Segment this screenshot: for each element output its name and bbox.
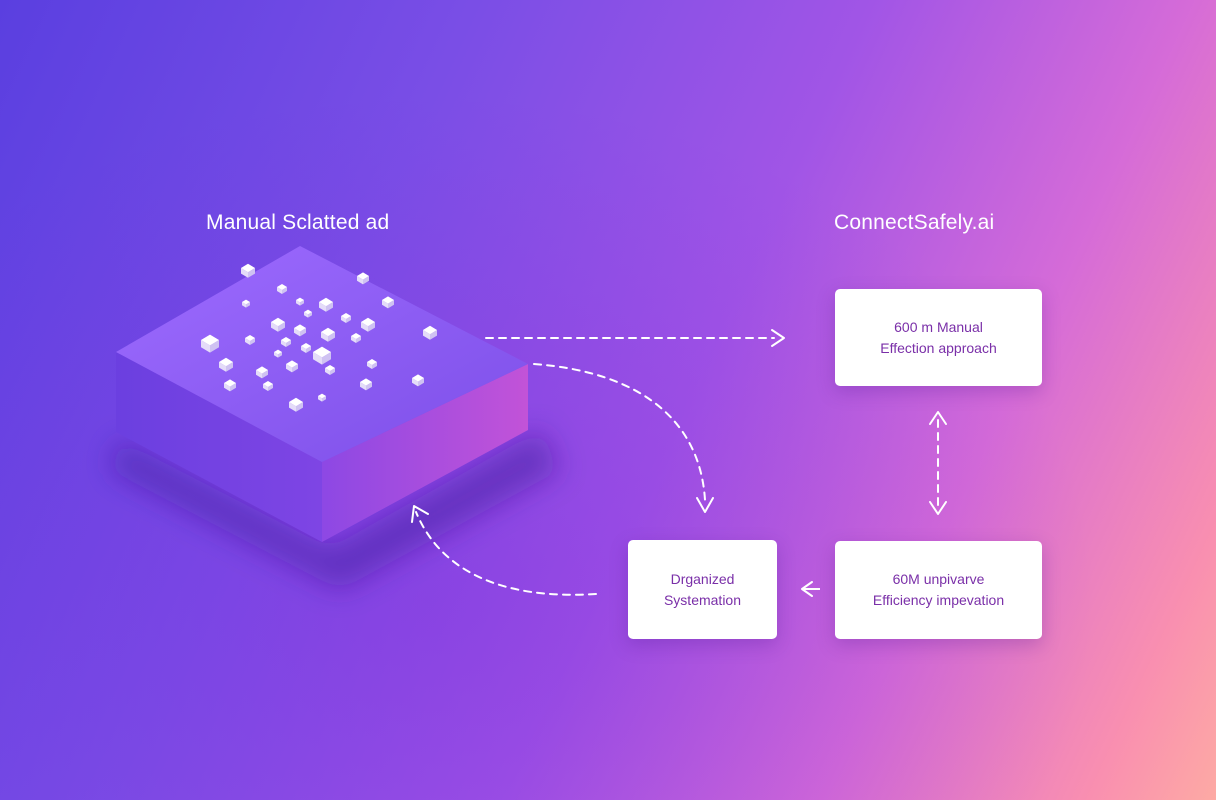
cube-icon	[357, 272, 369, 285]
cube-icon	[319, 297, 333, 312]
box-line-2: Efficiency impevation	[872, 592, 1005, 608]
scattered-items	[201, 263, 437, 412]
cube-icon	[412, 374, 424, 387]
cube-icon	[286, 360, 298, 373]
manual-approach-box: 600 m Manual Effection approach	[835, 289, 1042, 386]
cube-icon	[423, 325, 437, 340]
arrowhead-right-icon	[771, 329, 785, 347]
cube-icon	[256, 366, 268, 379]
cube-icon	[313, 346, 331, 365]
cube-icon	[382, 296, 394, 309]
cube-icon	[304, 309, 312, 318]
platform-shadow	[110, 430, 560, 590]
cube-icon	[271, 317, 285, 332]
box-line-2: Systemation	[663, 591, 742, 608]
cube-icon	[245, 335, 255, 345]
cube-icon	[201, 334, 219, 353]
connector-platform-to-organized	[533, 363, 706, 501]
cube-icon	[294, 324, 306, 337]
cube-icon	[321, 327, 335, 342]
box-line-1: 600 m Manual	[894, 318, 983, 335]
cube-icon	[263, 381, 273, 391]
arrowhead-down-icon	[929, 501, 947, 515]
box-line-2: Effection approach	[880, 339, 997, 356]
cube-icon	[219, 357, 233, 372]
cube-icon	[274, 349, 282, 358]
cube-icon	[325, 365, 335, 375]
arrowhead-up-left-icon	[411, 505, 429, 523]
cube-icon	[241, 263, 255, 278]
cube-icon	[301, 343, 311, 353]
organized-box: Drganized Systemation	[628, 540, 777, 639]
box-line-1: Drganized	[670, 570, 735, 587]
right-section-title: ConnectSafely.ai	[834, 211, 995, 234]
cube-icon	[361, 317, 375, 332]
cube-icon	[281, 337, 291, 347]
cube-icon	[224, 379, 236, 392]
platform-right-face	[322, 364, 528, 542]
cube-icon	[367, 359, 377, 369]
cube-icon	[318, 393, 326, 402]
cube-icon	[277, 284, 287, 294]
arrowhead-up-icon	[929, 411, 947, 425]
cube-icon	[360, 378, 372, 391]
left-section-title: Manual Sclatted ad	[206, 211, 390, 234]
connector-organized-to-platform	[415, 511, 597, 596]
efficiency-box: 60M unpivarve Efficiency impevation	[835, 541, 1042, 639]
cube-icon	[351, 333, 361, 343]
arrowhead-left-icon	[801, 581, 813, 597]
platform-left-face	[116, 352, 322, 542]
cube-icon	[289, 397, 303, 412]
arrowhead-down-icon	[696, 497, 714, 513]
cube-icon	[242, 299, 250, 308]
box-line-1: 60M unpivarve	[892, 571, 985, 587]
cube-icon	[296, 297, 304, 306]
cube-icon	[341, 313, 351, 323]
